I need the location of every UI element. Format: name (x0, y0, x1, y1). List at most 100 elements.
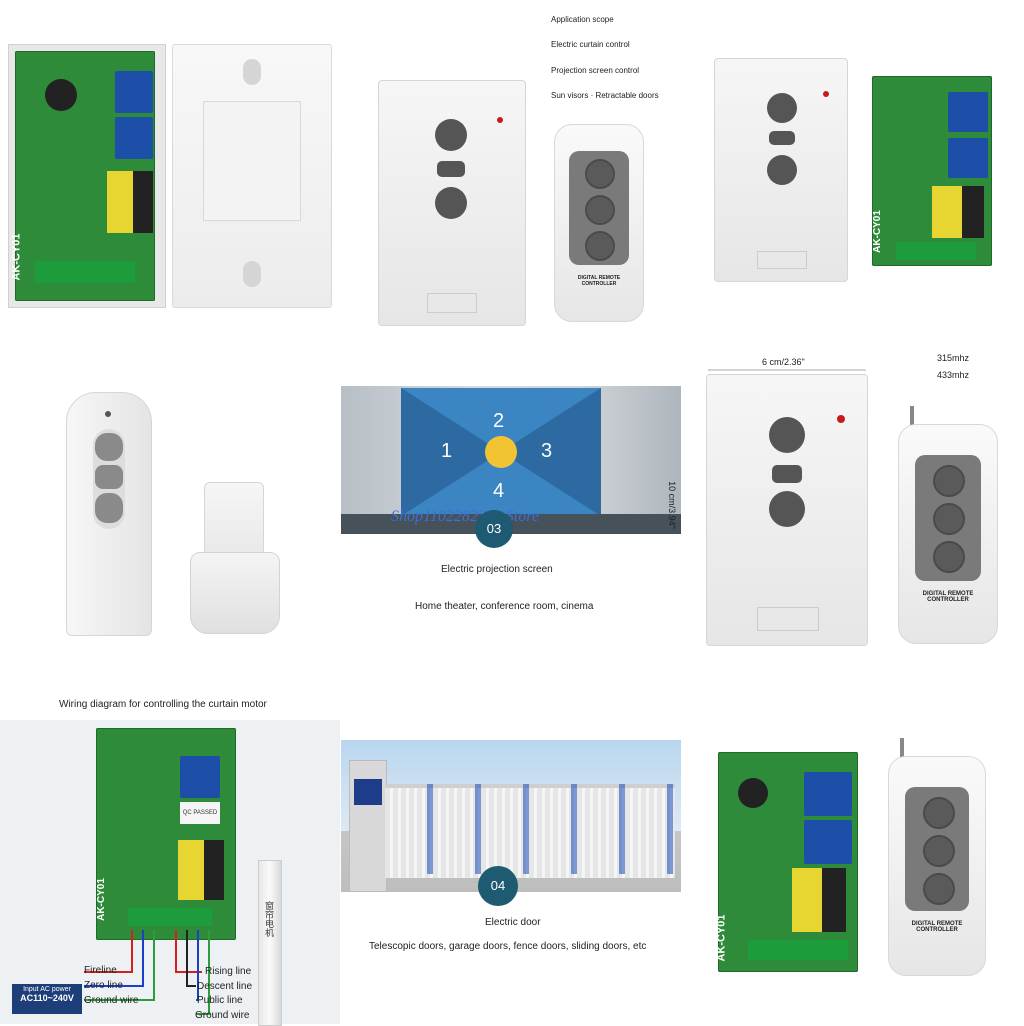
application-scope-item: Electric curtain control (551, 40, 630, 49)
key-fob-image: DIGITAL REMOTE CONTROLLER (898, 424, 998, 644)
application-scope-item: Sun visors · Retractable doors (551, 91, 659, 100)
stop-button (437, 161, 465, 177)
indicator-led (837, 415, 845, 423)
button-panel (93, 429, 125, 529)
holder-cup (190, 552, 280, 634)
fob-button-panel (905, 787, 969, 911)
badge-04: 04 (478, 866, 518, 906)
cover-recess (203, 101, 301, 221)
stop-button (772, 465, 802, 483)
up-button (585, 159, 615, 189)
application-scope-item: Projection screen control (551, 66, 640, 75)
badge-03: 03 (475, 510, 513, 548)
relay (948, 138, 988, 178)
up-button (435, 119, 467, 151)
wall-remote-image (706, 374, 868, 646)
down-button (585, 231, 615, 261)
battery-window (757, 251, 807, 269)
wire-diagram (84, 930, 210, 1015)
capacitor (133, 171, 153, 233)
stop-button (923, 835, 955, 867)
application-scope-title: Application scope (551, 15, 614, 24)
pcb-board: QC PASSED AK-CY01 (96, 728, 236, 940)
input-power-label: Input AC power (23, 986, 71, 993)
relay (804, 820, 852, 864)
capacitor (822, 868, 846, 932)
up-button (933, 465, 965, 497)
capacitor (962, 186, 984, 238)
wiring-title: Wiring diagram for controlling the curta… (59, 699, 267, 710)
buzzer (45, 79, 77, 111)
antenna (900, 738, 904, 764)
frequency-433: 433mhz (937, 370, 970, 380)
fob-brand: DIGITAL REMOTE CONTROLLER (911, 921, 963, 933)
capacitor (792, 868, 822, 932)
door-caption-sub: Telescopic doors, garage doors, fence do… (369, 941, 647, 952)
store-watermark: Shop1102282293 Store (391, 508, 539, 525)
screen-number-2: 2 (493, 410, 505, 432)
wire-label-descent: Descent line (197, 981, 253, 992)
qc-sticker: QC PASSED (180, 802, 220, 824)
down-button (767, 155, 797, 185)
indicator-led (823, 91, 829, 97)
mounting-hole (243, 261, 261, 287)
down-button (769, 491, 805, 527)
antenna (910, 406, 914, 432)
projection-screen-image: 1 2 3 4 Shop1102282293 Store (341, 386, 681, 534)
stop-button (585, 195, 615, 225)
capacitor (932, 186, 962, 238)
pcb-label: AK-CY01 (10, 233, 23, 281)
key-fob-image: DIGITAL REMOTE CONTROLLER (554, 124, 644, 322)
width-dimension: 6 cm/2.36" (762, 357, 805, 367)
capacitor (178, 840, 204, 900)
dimension-lines (708, 369, 866, 371)
capacitor (107, 171, 133, 233)
stop-button (769, 131, 795, 145)
down-button (95, 493, 123, 523)
capacitor (204, 840, 224, 900)
wall-remote-image (378, 80, 526, 326)
screen-center-badge (485, 436, 517, 468)
down-button (933, 541, 965, 573)
screen-surface: 1 2 3 4 (401, 388, 601, 516)
down-button (923, 873, 955, 905)
terminal-block (896, 242, 976, 260)
up-button (95, 433, 123, 461)
handheld-remote-image (66, 392, 152, 636)
battery-window (757, 607, 819, 631)
gate-post (349, 760, 387, 892)
gate-display (354, 779, 382, 805)
mounting-hole (243, 59, 261, 85)
enclosure-cover-image (172, 44, 332, 308)
pcb-board: AK-CY01 (11, 51, 155, 301)
projection-caption-sub: Home theater, conference room, cinema (415, 601, 594, 612)
up-button (769, 417, 805, 453)
height-dimension: 10 cm/3.94" (666, 481, 677, 529)
indicator-led (105, 411, 111, 417)
relay (115, 117, 153, 159)
down-button (435, 187, 467, 219)
screen-diagram (401, 388, 601, 516)
projection-caption-title: Electric projection screen (441, 564, 553, 575)
relay (180, 756, 220, 798)
wire-label-zero: Zero line (84, 980, 123, 991)
relay (115, 71, 153, 113)
curtain-motor-image: 窗帘电机 (258, 860, 282, 1026)
key-fob-image: DIGITAL REMOTE CONTROLLER (888, 756, 986, 976)
relay (948, 92, 988, 132)
stop-button (95, 465, 123, 489)
pcb-board: AK-CY01 (716, 752, 858, 972)
relay (804, 772, 852, 816)
pcb-board: AK-CY01 (872, 76, 992, 266)
terminal-block (748, 940, 848, 960)
terminal-block (128, 908, 212, 926)
pcb-label: AK-CY01 (871, 210, 883, 253)
wire-label-rising: Rising line (205, 966, 252, 977)
fob-brand: DIGITAL REMOTE CONTROLLER (922, 591, 974, 603)
motor-label: 窗帘电机 (264, 901, 274, 937)
screen-number-4: 4 (493, 480, 505, 502)
up-button (923, 797, 955, 829)
pcb-label: AK-CY01 (95, 878, 107, 921)
fob-button-panel (915, 455, 981, 581)
wire-label-fireline: Fireline (84, 965, 117, 976)
